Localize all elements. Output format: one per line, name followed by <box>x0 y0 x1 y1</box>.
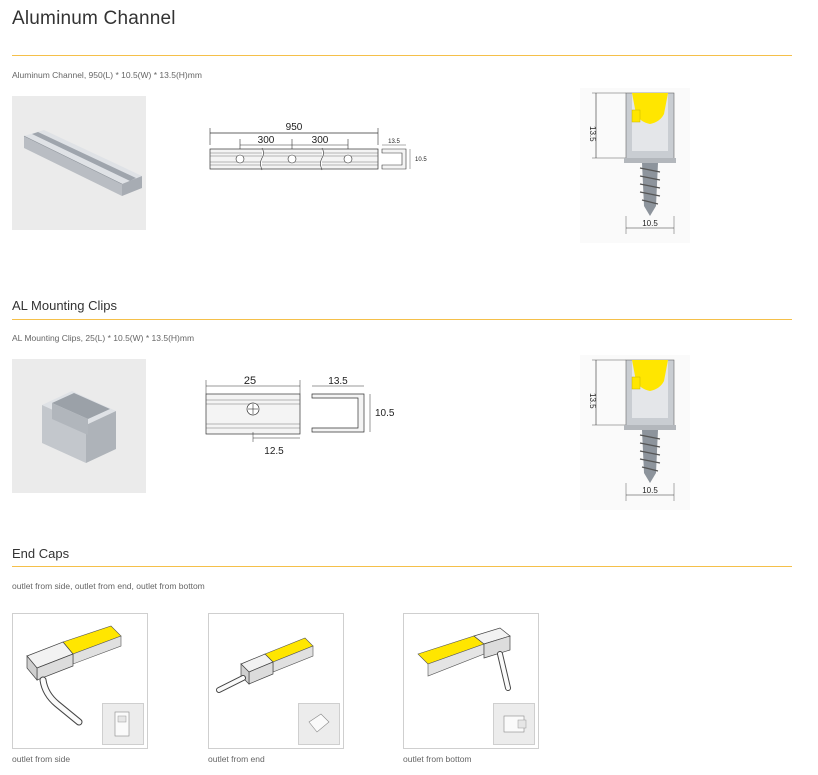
end-cap-label: outlet from side <box>12 754 71 764</box>
end-cap-label: outlet from end <box>208 754 265 764</box>
end-cap-end-image <box>208 613 344 749</box>
dim-clip-length: 25 <box>244 375 256 387</box>
section-divider <box>12 319 792 320</box>
dim-length: 950 <box>286 122 303 133</box>
dim-clip-end-width: 13.5 <box>328 376 348 387</box>
end-cap-bottom-image <box>403 613 539 749</box>
dim-end-height: 10.5 <box>415 157 427 163</box>
dim-bottom-width: 10.5 <box>642 219 658 228</box>
clip-cross-section-drawing: 13.5 10.5 <box>580 355 690 510</box>
aluminum-channel-photo <box>12 96 146 230</box>
dim-hole-offset: 12.5 <box>264 446 284 457</box>
end-cap-side-image <box>12 613 148 749</box>
section-title-mounting-clips: AL Mounting Clips <box>12 298 118 313</box>
section-caption: Aluminum Channel, 950(L) * 10.5(W) * 13.… <box>12 70 202 80</box>
channel-cross-section-drawing: 13.5 10.5 <box>580 88 690 243</box>
mounting-clip-photo <box>12 359 146 493</box>
section-caption: AL Mounting Clips, 25(L) * 10.5(W) * 13.… <box>12 333 195 343</box>
dim-clip-bottom-width: 10.5 <box>642 486 658 495</box>
dim-clip-side-height: 13.5 <box>588 393 597 409</box>
dim-span-a: 300 <box>258 135 275 146</box>
section-divider <box>12 566 792 567</box>
dim-span-b: 300 <box>312 135 329 146</box>
dim-clip-end-height: 10.5 <box>375 408 395 419</box>
section-title-aluminum-channel: Aluminum Channel <box>12 8 176 29</box>
end-cap-label: outlet from bottom <box>403 754 472 764</box>
section-divider <box>12 55 792 56</box>
channel-length-drawing: 950 300 300 13.5 10.5 <box>200 115 440 180</box>
end-cap-end-thumbnail <box>298 703 340 745</box>
end-cap-bottom-thumbnail <box>493 703 535 745</box>
section-title-end-caps: End Caps <box>12 546 70 561</box>
clip-dimension-drawing: 25 12.5 13.5 10.5 <box>200 372 400 457</box>
end-cap-side-thumbnail <box>102 703 144 745</box>
section-caption: outlet from side, outlet from end, outle… <box>12 581 205 591</box>
dim-end-width: 13.5 <box>388 139 400 145</box>
dim-side-height: 13.5 <box>588 126 597 142</box>
